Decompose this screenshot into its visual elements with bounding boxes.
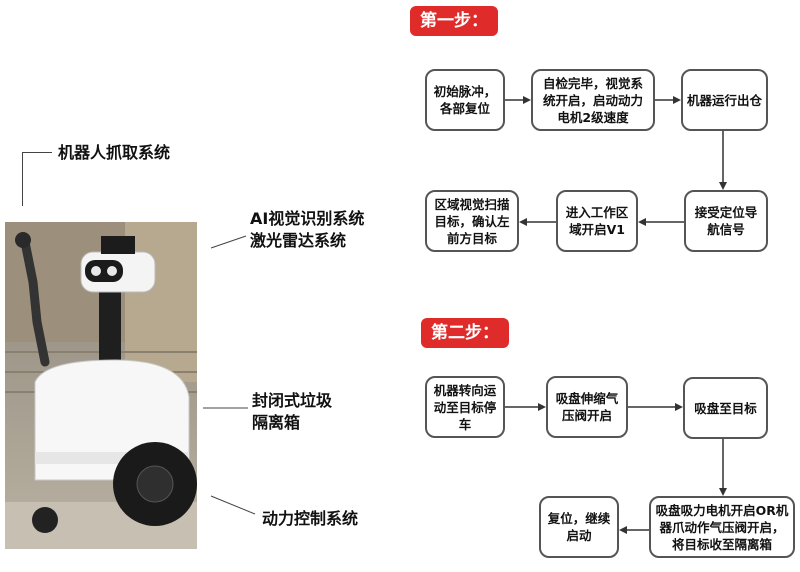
- robot-illustration: [5, 222, 197, 549]
- flow1-node-init: 初始脉冲，各部复位: [425, 69, 505, 131]
- bin-label-line2: 隔离箱: [252, 413, 301, 432]
- flow2-node-turn: 机器转向运动至目标停车: [425, 376, 505, 438]
- grab-callout-horizontal-line: [22, 152, 52, 153]
- flow2-node-suction-target: 吸盘至目标: [683, 377, 768, 439]
- flow1-node-enter-zone: 进入工作区域开启V1: [556, 190, 638, 252]
- flow1-node-selfcheck: 自检完毕，视觉系统开启，启动动力电机2级速度: [531, 69, 655, 131]
- step1-badge: 第一步：: [410, 6, 498, 36]
- step2-badge: 第二步：: [421, 318, 509, 348]
- bin-label: 封闭式垃圾 隔离箱: [252, 390, 332, 434]
- robot-photo: [5, 222, 197, 549]
- grab-system-label: 机器人抓取系统: [58, 143, 171, 162]
- flow1-node-scan: 区域视觉扫描目标，确认左前方目标: [425, 190, 519, 252]
- flow2-node-collect: 吸盘吸力电机开启OR机器爪动作气压阀开启，将目标收至隔离箱: [649, 496, 795, 558]
- flow1-node-navigation: 接受定位导航信号: [684, 190, 768, 252]
- flow2-node-valve: 吸盘伸缩气压阀开启: [546, 376, 628, 438]
- vision-system-label-line1: AI视觉识别系统: [250, 209, 365, 228]
- bin-label-line1: 封闭式垃圾: [252, 391, 333, 410]
- flow2-node-reset: 复位，继续启动: [539, 496, 619, 558]
- flow1-node-exit: 机器运行出仓: [681, 69, 768, 131]
- vision-system-label: AI视觉识别系统 激光雷达系统: [250, 208, 364, 252]
- grab-callout-vertical-line: [22, 152, 23, 206]
- power-system-label: 动力控制系统: [262, 509, 359, 528]
- vision-system-label-line2: 激光雷达系统: [250, 231, 347, 250]
